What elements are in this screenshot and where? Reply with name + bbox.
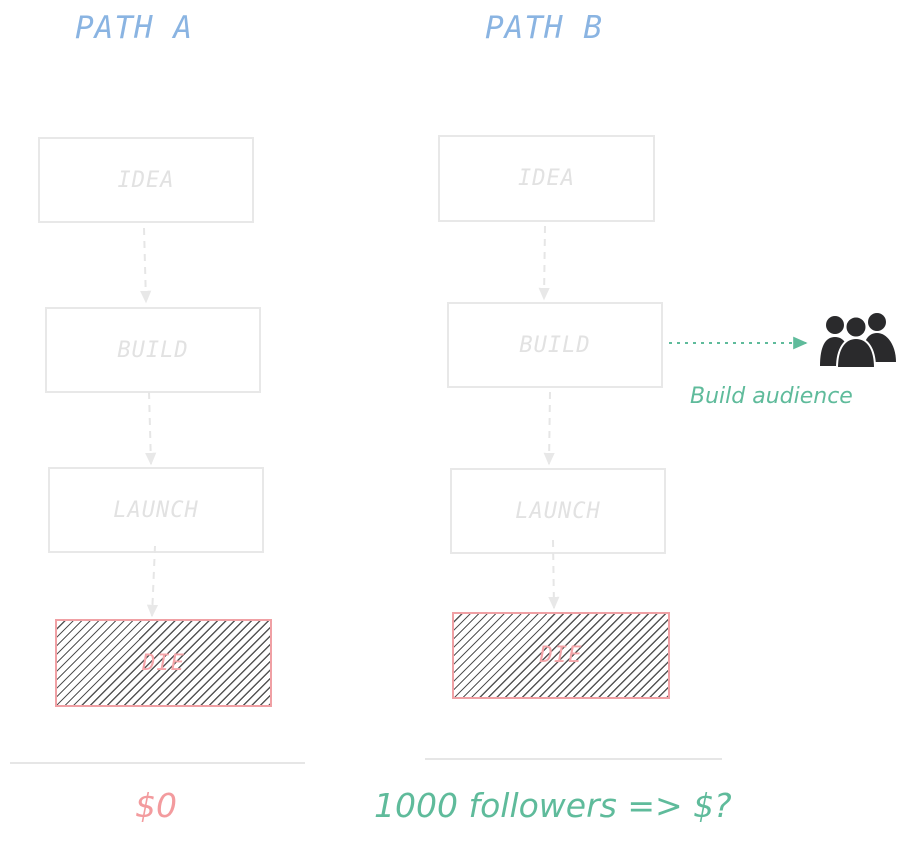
path-b-launch-box: LAUNCH bbox=[450, 468, 666, 554]
path-b-arrow-launch-die bbox=[548, 539, 560, 610]
path-a-launch-box: LAUNCH bbox=[48, 467, 264, 553]
path-a-arrow-launch-die bbox=[146, 545, 159, 618]
path-a-title: PATH A bbox=[75, 10, 193, 46]
people-group-icon bbox=[820, 313, 896, 369]
path-a-arrow-build-launch bbox=[145, 391, 157, 466]
path-a-launch-label: LAUNCH bbox=[113, 497, 199, 523]
path-b-launch-label: LAUNCH bbox=[515, 498, 601, 524]
path-a-result: $0 bbox=[135, 786, 177, 825]
path-b-arrow-build-launch bbox=[543, 391, 555, 466]
path-a-build-label: BUILD bbox=[117, 337, 189, 363]
path-a-build-box: BUILD bbox=[45, 307, 261, 393]
path-b-build-box: BUILD bbox=[447, 302, 663, 388]
path-b-divider bbox=[425, 758, 722, 760]
path-b-die-label: DIE bbox=[539, 643, 583, 668]
path-a-idea-box: IDEA bbox=[38, 137, 254, 223]
path-b-build-label: BUILD bbox=[519, 332, 591, 358]
path-b-result: 1000 followers => $? bbox=[374, 786, 732, 825]
path-a-divider bbox=[10, 762, 305, 764]
path-a-die-label: DIE bbox=[142, 650, 185, 676]
path-b-die-box: DIE bbox=[452, 612, 670, 699]
path-a-idea-label: IDEA bbox=[117, 167, 175, 193]
path-a-arrow-idea-build bbox=[140, 227, 152, 304]
path-b-idea-label: IDEA bbox=[518, 166, 575, 191]
path-b-idea-box: IDEA bbox=[438, 135, 655, 222]
build-audience-label: Build audience bbox=[690, 384, 853, 409]
path-b-arrow-idea-build bbox=[538, 225, 550, 301]
path-a-die-box: DIE bbox=[55, 619, 272, 707]
path-b-title: PATH B bbox=[485, 10, 603, 46]
